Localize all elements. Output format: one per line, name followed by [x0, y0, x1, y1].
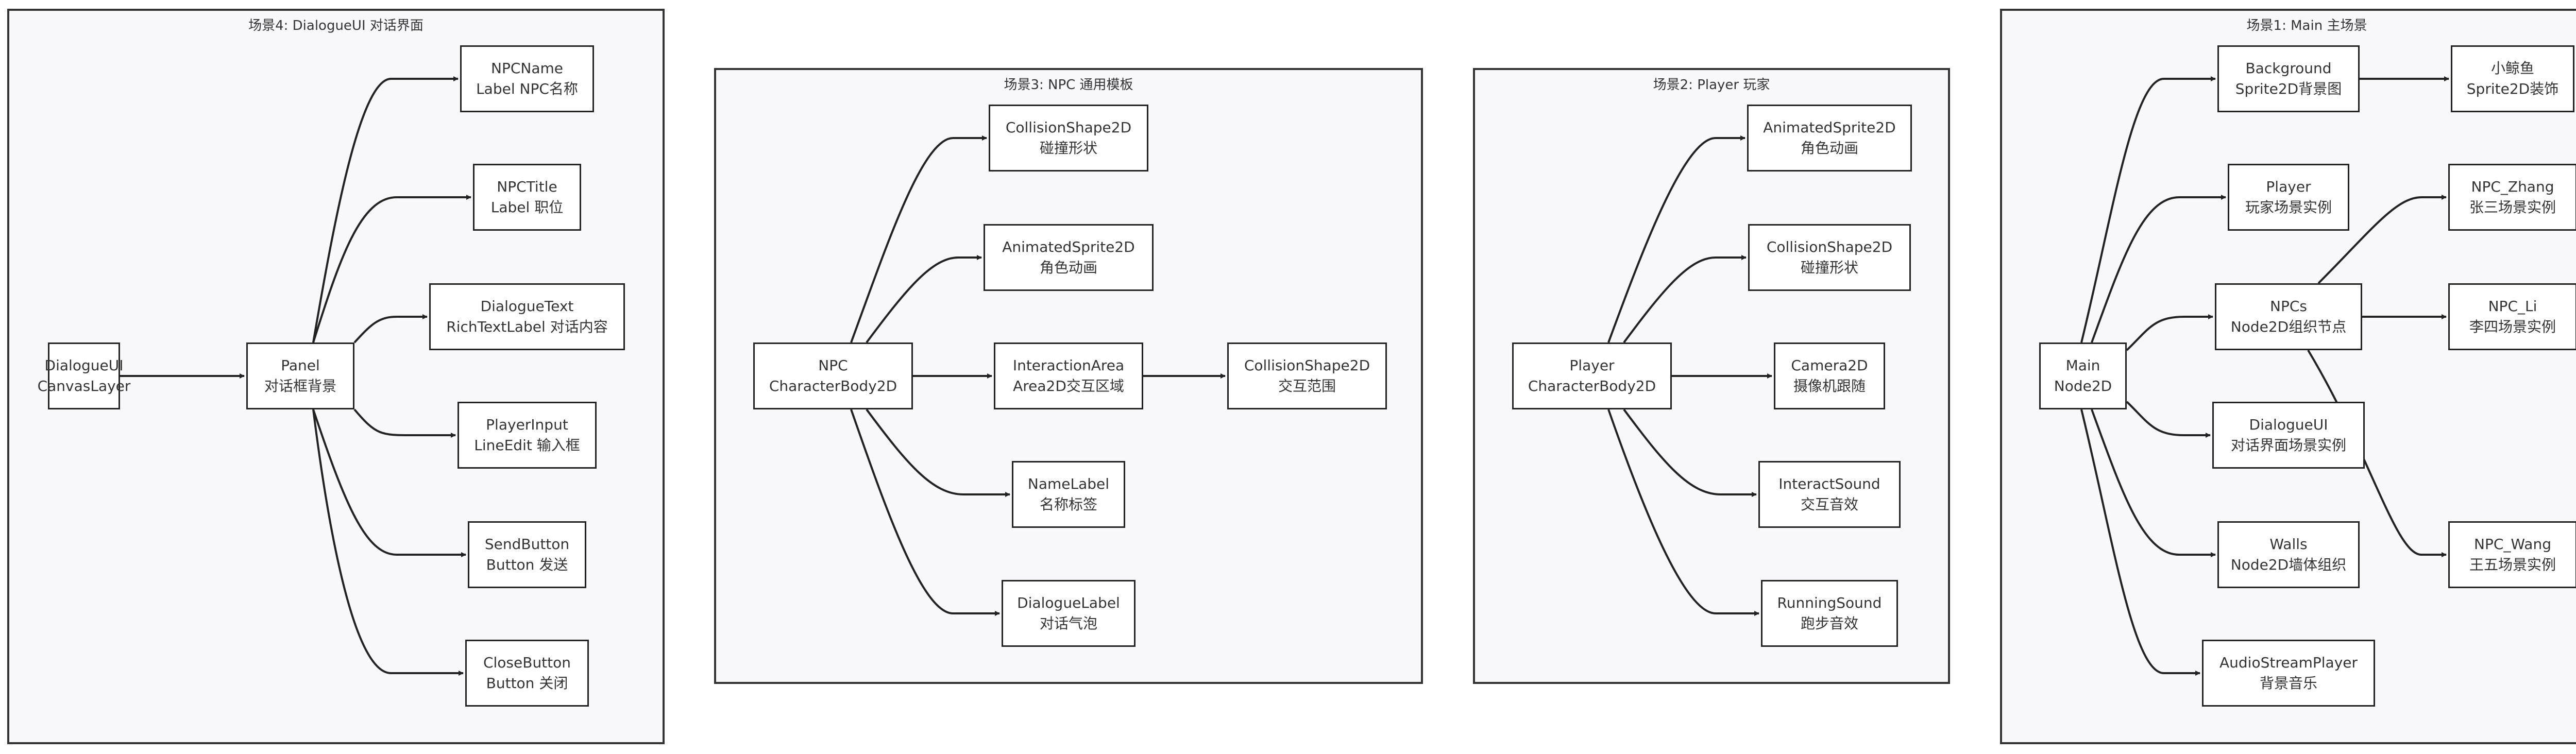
cluster-title: 场景3: NPC 通用模板 — [1004, 77, 1133, 93]
edge-panel-sendbutton — [312, 409, 466, 557]
edge-player-runningsound — [1607, 409, 1759, 616]
edge-player-collision — [1623, 255, 1747, 344]
edge-npcs-zhang — [2317, 195, 2447, 284]
edge-main-npcs — [2126, 314, 2213, 351]
edge-panel-playerinput — [353, 408, 456, 438]
edge-npc-namelabel — [866, 408, 1010, 497]
edge-main-walls — [2091, 409, 2216, 557]
edge-panel-dialoguetext — [353, 314, 428, 344]
edge-npc-sprite — [866, 255, 982, 344]
edge-panel-npcname — [312, 76, 459, 343]
edge-panel-npctitle — [312, 195, 471, 343]
edge-main-audio — [2080, 409, 2200, 676]
edge-npc-collision — [850, 135, 987, 343]
edge-player-sprite — [1607, 135, 1745, 343]
edge-main-dialogueui — [2126, 401, 2211, 438]
edge-npc-dialoguelabel — [850, 409, 1000, 616]
edge-npcs-wang — [2307, 349, 2447, 557]
edge-main-background — [2080, 76, 2216, 343]
edge-main-player — [2091, 195, 2226, 343]
cluster-title: 场景1: Main 主场景 — [2246, 18, 2367, 33]
edge-panel-closebutton — [312, 409, 464, 676]
edge-player-interactsound — [1623, 408, 1757, 497]
cluster-title: 场景2: Player 玩家 — [1653, 77, 1770, 93]
cluster-title: 场景4: DialogueUI 对话界面 — [248, 18, 423, 33]
